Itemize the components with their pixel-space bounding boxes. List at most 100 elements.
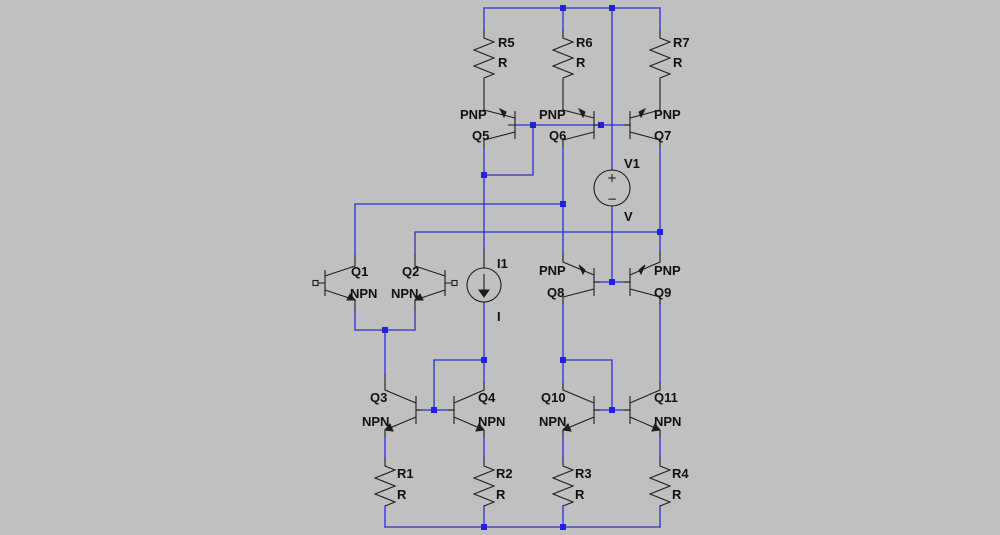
transistor-model: PNP (654, 263, 681, 278)
wire-q4-diode (433, 359, 485, 411)
resistor-value: R (575, 487, 585, 502)
resistor-r3[interactable]: R3 R (551, 458, 592, 507)
transistor-symbol (448, 383, 485, 437)
resistor-name: R5 (498, 35, 515, 50)
transistor-q11[interactable]: Q11 NPN (624, 383, 681, 437)
transistor-q6[interactable]: PNP Q6 (539, 103, 600, 147)
transistor-symbol (562, 383, 600, 437)
transistor-name: Q10 (541, 390, 566, 405)
emitter-arrow (638, 264, 646, 276)
transistor-symbol (384, 375, 422, 437)
transistor-name: Q8 (547, 285, 564, 300)
minus-sign: − (607, 192, 617, 206)
resistor-r5[interactable]: R5 R (472, 30, 515, 103)
resistor-value: R (673, 55, 683, 70)
junction-dot (609, 5, 615, 11)
junction-dot (560, 524, 566, 530)
base-pin (312, 279, 319, 287)
junction-dot (530, 122, 536, 128)
resistor-name: R2 (496, 466, 513, 481)
resistor-value: R (397, 487, 407, 502)
wire-q1-collector-feed (354, 203, 564, 256)
wire-q5-diode (483, 124, 534, 176)
resistor-r2[interactable]: R2 R (472, 458, 513, 507)
emitter-arrow (413, 293, 424, 301)
transistor-model: NPN (350, 286, 377, 301)
transistor-model: PNP (654, 107, 681, 122)
emitter-arrow (498, 107, 507, 119)
resistor-symbol (551, 458, 575, 507)
junction-dot (431, 407, 437, 413)
transistor-q9[interactable]: PNP Q9 (624, 252, 681, 304)
transistor-symbol (624, 103, 661, 147)
voltage-source-v1[interactable]: + − V1 V (593, 156, 640, 224)
transistor-q10[interactable]: Q10 NPN (539, 383, 600, 437)
resistor-name: R6 (576, 35, 593, 50)
resistor-symbol (648, 30, 672, 103)
resistor-name: R3 (575, 466, 592, 481)
transistor-q5[interactable]: PNP Q5 (460, 103, 516, 147)
transistor-name: Q6 (549, 128, 566, 143)
resistor-r1[interactable]: R1 R (373, 458, 414, 507)
transistor-name: Q11 (654, 390, 678, 405)
resistor-r7[interactable]: R7 R (648, 30, 690, 103)
transistor-model: PNP (460, 107, 487, 122)
source-value: I (497, 309, 501, 324)
emitter-arrow (638, 107, 647, 119)
transistor-name: Q3 (370, 390, 387, 405)
junctions (382, 5, 663, 530)
resistor-r6[interactable]: R6 R (551, 30, 593, 103)
junction-dot (560, 357, 566, 363)
resistor-symbol (472, 30, 496, 103)
transistor-q1[interactable]: Q1 NPN (312, 255, 377, 310)
transistor-model: PNP (539, 263, 566, 278)
transistor-model: NPN (391, 286, 418, 301)
transistor-model: NPN (539, 414, 566, 429)
emitter-arrow (651, 423, 661, 432)
resistor-value: R (498, 55, 508, 70)
transistor-name: Q1 (351, 264, 368, 279)
base-pin (451, 279, 458, 287)
resistor-symbol (648, 458, 672, 507)
transistor-symbol (414, 255, 452, 310)
emitter-arrow (578, 264, 586, 276)
plus-sign: + (607, 171, 617, 185)
transistor-q8[interactable]: PNP Q8 (539, 252, 600, 304)
transistor-symbol (562, 103, 600, 147)
transistor-q3[interactable]: Q3 NPN (362, 375, 422, 437)
resistor-value: R (576, 55, 586, 70)
resistor-symbol (472, 458, 496, 507)
resistor-symbol (551, 30, 575, 103)
transistor-q4[interactable]: Q4 NPN (448, 383, 505, 437)
junction-dot (560, 5, 566, 11)
transistor-symbol (624, 252, 661, 304)
transistor-symbol (562, 252, 600, 304)
junction-dot (382, 327, 388, 333)
emitter-arrow (577, 107, 586, 119)
resistor-r4[interactable]: R4 R (648, 458, 689, 507)
junction-dot (481, 524, 487, 530)
emitter-arrow (562, 423, 572, 432)
resistor-symbol (373, 458, 397, 507)
current-arrow-head (478, 289, 490, 298)
transistor-model: PNP (539, 107, 566, 122)
wire-q10-diode (562, 359, 613, 411)
transistor-name: Q4 (478, 390, 496, 405)
junction-dot (481, 172, 487, 178)
wire-q2-collector-feed (414, 231, 661, 256)
resistor-value: R (672, 487, 682, 502)
emitter-arrow (475, 423, 485, 432)
transistor-q2[interactable]: Q2 NPN (391, 255, 458, 310)
transistor-q7[interactable]: PNP Q7 (624, 103, 681, 147)
source-name: I1 (497, 256, 508, 271)
resistor-name: R4 (672, 466, 689, 481)
transistor-model: NPN (362, 414, 389, 429)
transistor-model: NPN (478, 414, 505, 429)
emitter-arrow (384, 423, 394, 432)
current-source-i1[interactable]: I1 I (466, 250, 508, 324)
junction-dot (609, 279, 615, 285)
transistor-symbol (483, 103, 516, 147)
source-name: V1 (624, 156, 640, 171)
emitter-arrow (346, 293, 357, 301)
